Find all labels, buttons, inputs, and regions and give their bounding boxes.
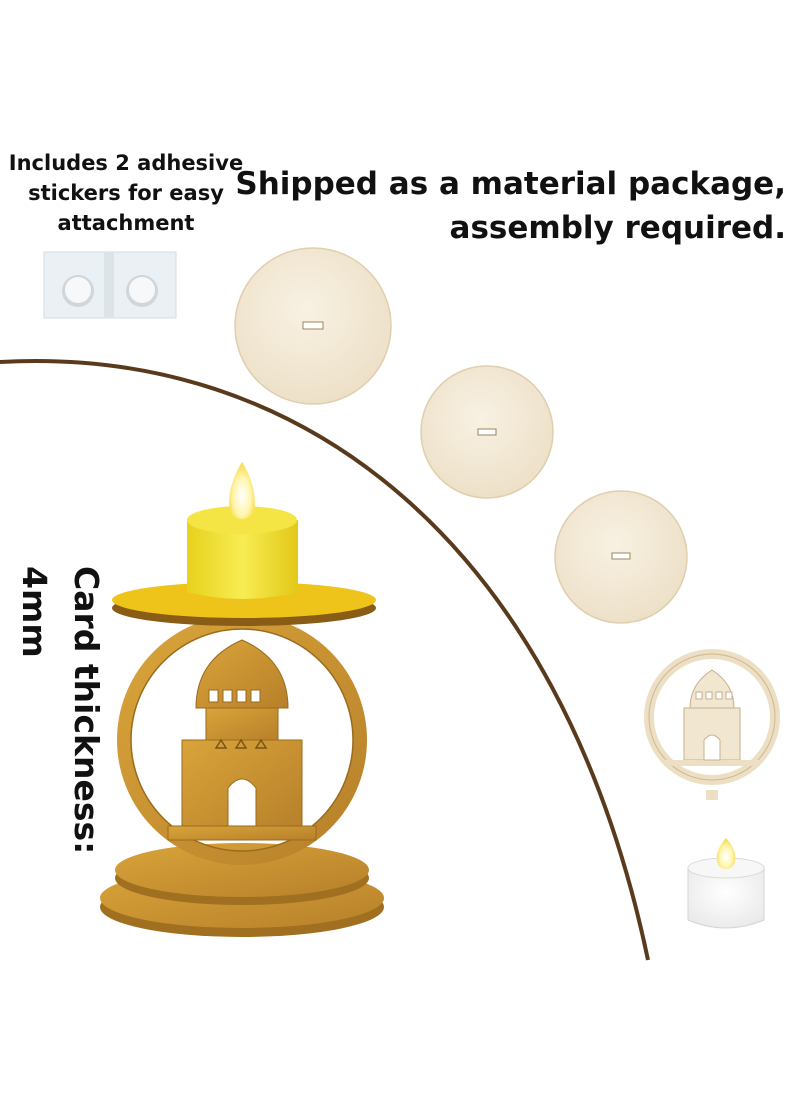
adhesive-sticker-icon: [43, 251, 177, 319]
headline-line-1: Shipped as a material package,: [235, 166, 786, 202]
wooden-disc-icon: [420, 365, 554, 499]
lantern-panel-icon: [644, 649, 780, 800]
stickers-caption-line-3: attachment: [57, 211, 195, 235]
stickers-caption-line-1: Includes 2 adhesive: [8, 151, 244, 175]
tealight-candle-icon: [687, 838, 765, 929]
assembled-candle-holder-icon: [100, 462, 384, 937]
stickers-caption-line-2: stickers for easy: [28, 181, 224, 205]
thickness-title: Card thickness:: [67, 566, 106, 855]
headline-line-2: assembly required.: [449, 210, 786, 246]
divider-arc: [0, 359, 650, 961]
wooden-disc-icon: [234, 247, 392, 405]
wooden-disc-icon: [554, 490, 688, 624]
thickness-label: Card thickness: 4mm: [10, 566, 106, 866]
thickness-value: 4mm: [15, 566, 54, 658]
headline: Shipped as a material package, assembly …: [226, 162, 786, 250]
stickers-caption: Includes 2 adhesive stickers for easy at…: [6, 148, 246, 238]
